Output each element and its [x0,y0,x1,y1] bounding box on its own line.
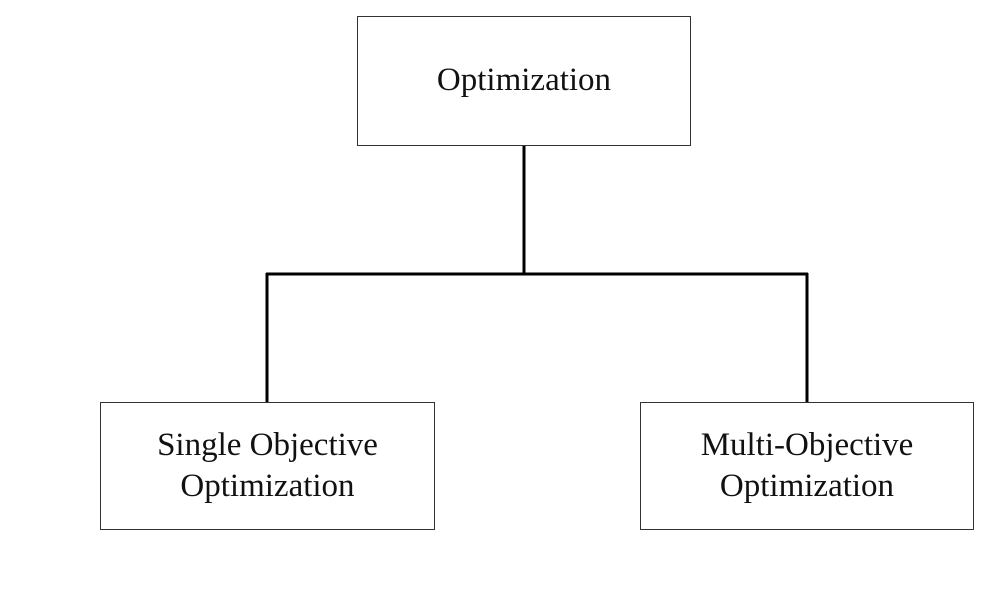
single-objective-optimization-node: Single Objective Optimization [100,402,435,530]
multi-objective-label: Multi-Objective Optimization [701,425,914,508]
single-objective-label: Single Objective Optimization [157,425,378,508]
optimization-label: Optimization [436,62,612,99]
optimization-node: Optimization [357,16,691,146]
multi-objective-label-line-2: Optimization [719,468,895,504]
multi-objective-label-line-1: Multi-Objective [700,426,914,463]
single-objective-label-line-2: Optimization [180,468,355,504]
single-objective-label-line-1: Single Objective [157,426,378,463]
multi-objective-optimization-node: Multi-Objective Optimization [640,402,974,530]
